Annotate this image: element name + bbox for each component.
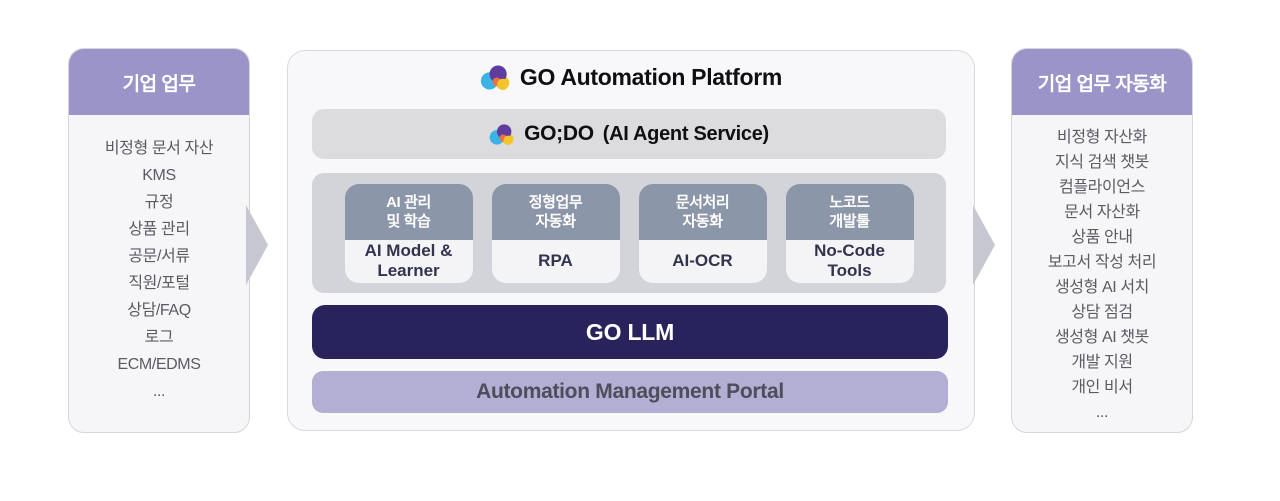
list-item: 문서 자산화 bbox=[1064, 204, 1140, 221]
module-header: 문서처리 자동화 bbox=[638, 183, 767, 240]
enterprise-tasks-header: 기업 업무 bbox=[69, 49, 249, 115]
list-item: 상담/FAQ bbox=[127, 302, 191, 319]
platform-title: GO Automation Platform bbox=[288, 64, 974, 91]
module-box: 노코드 개발툴 No-Code Tools bbox=[785, 183, 914, 283]
list-item: 상품 안내 bbox=[1071, 229, 1133, 246]
module-label: AI Model & Learner bbox=[344, 239, 473, 283]
platform-panel: GO Automation Platform GO;DO (AI Agent S… bbox=[287, 50, 975, 431]
module-header: 노코드 개발툴 bbox=[785, 183, 914, 240]
platform-title-text: GO Automation Platform bbox=[519, 64, 783, 90]
list-item: 생성형 AI 서치 bbox=[1054, 279, 1149, 296]
list-item: 규정 bbox=[144, 194, 174, 211]
module-layer: AI 관리 및 학습 AI Model & Learner 정형업무 자동화 R… bbox=[312, 173, 946, 293]
list-item: 비정형 자산화 bbox=[1057, 129, 1147, 146]
list-item: ECM/EDMS bbox=[117, 356, 201, 373]
automation-outcomes-header: 기업 업무 자동화 bbox=[1012, 49, 1192, 115]
module-header: 정형업무 자동화 bbox=[491, 183, 620, 240]
list-item: 지식 검색 챗봇 bbox=[1054, 154, 1149, 171]
list-item: ... bbox=[1095, 404, 1109, 421]
left-flow-arrow-icon bbox=[246, 205, 268, 285]
module-box: 정형업무 자동화 RPA bbox=[491, 183, 620, 283]
list-item: 비정형 문서 자산 bbox=[104, 140, 214, 157]
automation-management-portal-bar: Automation Management Portal bbox=[312, 371, 948, 413]
module-label: No-Code Tools bbox=[785, 239, 914, 283]
list-item: 직원/포털 bbox=[128, 275, 190, 292]
go-logo-icon bbox=[489, 123, 514, 145]
go-logo-icon bbox=[480, 65, 510, 90]
agent-service-brand: GO;DO bbox=[524, 122, 594, 145]
list-item: 공문/서류 bbox=[128, 248, 190, 265]
module-label: AI-OCR bbox=[638, 239, 767, 283]
list-item: 상담 점검 bbox=[1071, 304, 1133, 321]
list-item: 컴플라이언스 bbox=[1059, 179, 1145, 196]
module-label: RPA bbox=[491, 239, 620, 283]
agent-service-bar: GO;DO (AI Agent Service) bbox=[312, 109, 946, 159]
list-item: 상품 관리 bbox=[128, 221, 190, 238]
list-item: 개발 지원 bbox=[1071, 354, 1133, 371]
agent-service-suffix: (AI Agent Service) bbox=[602, 122, 769, 145]
module-box: AI 관리 및 학습 AI Model & Learner bbox=[344, 183, 473, 283]
module-header: AI 관리 및 학습 bbox=[344, 183, 473, 240]
list-item: KMS bbox=[142, 167, 176, 184]
right-flow-arrow-icon bbox=[973, 205, 995, 285]
list-item: 개인 비서 bbox=[1071, 379, 1133, 396]
list-item: 보고서 작성 처리 bbox=[1047, 254, 1157, 271]
list-item: 로그 bbox=[144, 329, 174, 346]
list-item: 생성형 AI 챗봇 bbox=[1054, 329, 1149, 346]
module-box: 문서처리 자동화 AI-OCR bbox=[638, 183, 767, 283]
go-llm-bar: GO LLM bbox=[312, 305, 948, 359]
list-item: ... bbox=[152, 383, 166, 400]
